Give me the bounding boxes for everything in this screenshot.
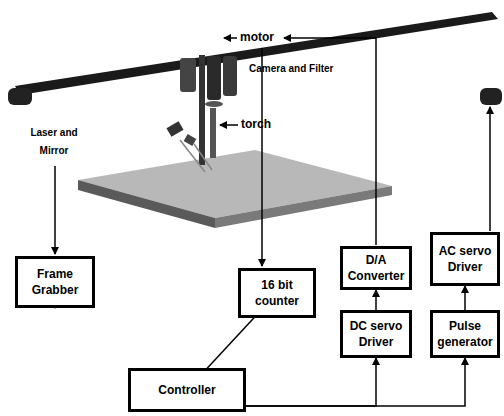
signal-arrow [246,358,376,406]
process-box: Frame Grabber [15,256,95,308]
box-label: Pulse generator [436,318,494,350]
gantry-beam [15,12,498,95]
right-roller [480,88,502,105]
signal-wire [54,166,56,254]
process-box: AC servo Driver [430,232,500,286]
process-box: Controller [128,368,246,412]
laser-head [166,121,183,137]
process-box: DC servo Driver [340,310,412,358]
part-label: motor [240,30,274,44]
table-side [78,180,215,228]
left-roller [8,88,32,105]
signal-arrow [464,286,466,310]
table-front [215,186,392,228]
process-box: Pulse generator [430,310,500,358]
process-box: D/A Converter [340,246,412,290]
table-top [78,150,392,218]
camera-filter [207,56,221,100]
pointer-arrow [224,37,237,39]
filter-lens [205,101,223,107]
signal-arrow [375,290,377,310]
signal-arrow [246,358,465,406]
process-box: 16 bit counter [238,268,316,318]
box-label: Controller [158,382,215,398]
torch-body [210,108,216,158]
box-label: Frame Grabber [21,266,89,298]
laser-beam [180,140,205,172]
part-label: Camera and Filter [249,63,333,74]
box-label: 16 bit counter [244,277,310,309]
part-label: Laser and Mirror [22,124,86,160]
box-label: D/A Converter [346,252,406,284]
motor-body [223,56,237,96]
part-label: torch [241,117,271,131]
signal-wire [261,48,263,266]
pointer-arrow [220,124,238,126]
laser-beam [194,144,212,170]
box-label: AC servo Driver [436,243,494,275]
signal-wire [489,107,491,231]
camera-body [180,58,196,92]
carriage-post [199,55,205,165]
box-label: DC servo Driver [346,318,406,350]
